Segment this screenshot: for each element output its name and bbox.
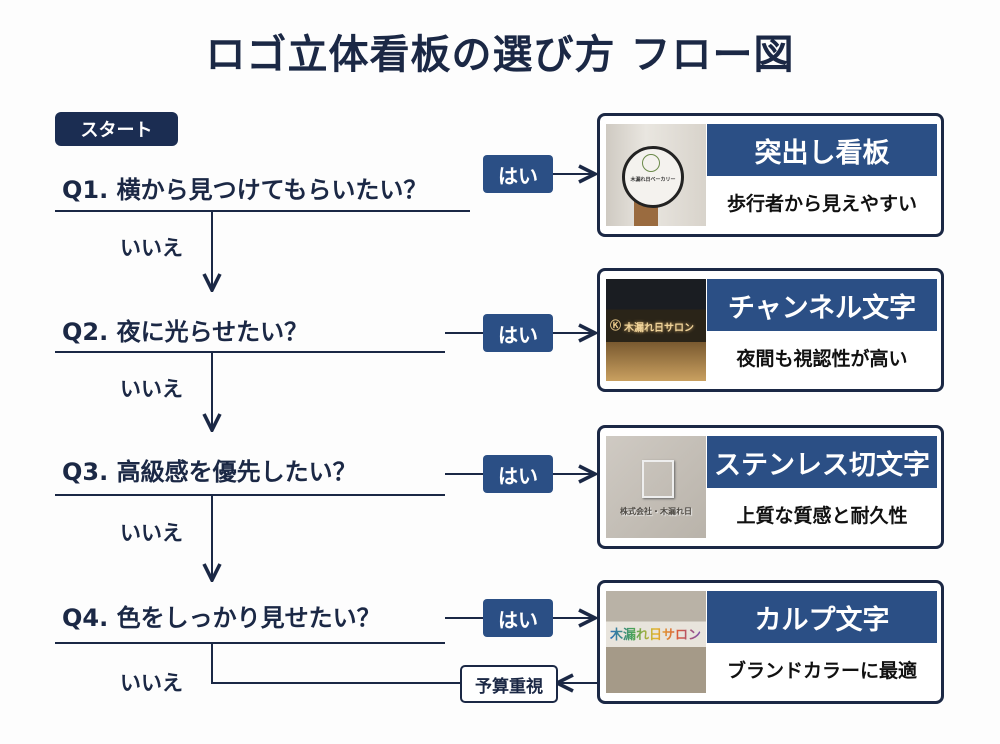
card-subtitle: ブランドカラーに最適 (726, 659, 917, 682)
channel-letters-photo: Ⓚ 木漏れ日サロン (606, 279, 706, 381)
page-title: ロゴ立体看板の選び方 フロー図 (205, 32, 795, 78)
card-title: チャンネル文字 (707, 279, 937, 331)
yes-badge-2: はい (483, 314, 553, 352)
yes-badge-4: はい (483, 599, 553, 637)
no-label-4: いいえ (120, 671, 183, 695)
yes-badge-1: はい (483, 155, 553, 193)
question-2: Q2. 夜に光らせたい？ (62, 318, 309, 346)
stainless-letters-text: 株式会社・木漏れ日 (620, 507, 692, 516)
card-subtitle: 上質な質感と耐久性 (736, 504, 908, 527)
question-2-underline (55, 351, 445, 353)
channel-letters-text: 木漏れ日サロン (624, 323, 694, 334)
question-3-underline (55, 494, 445, 496)
channel-letters-logo: Ⓚ (610, 319, 621, 332)
culp-letters-photo: 木漏れ日サロン (606, 591, 706, 693)
line-q4-no (211, 644, 460, 684)
card-title: カルプ文字 (707, 591, 937, 643)
card-subtitle: 歩行者から見えやすい (726, 192, 917, 215)
question-1: Q1. 横から見つけてもらいたい？ (62, 176, 428, 204)
yes-badge-3: はい (483, 455, 553, 493)
no-label-1: いいえ (120, 236, 183, 260)
budget-priority-box: 予算重視 (460, 665, 558, 703)
no-label-3: いいえ (120, 521, 183, 545)
no-label-2: いいえ (120, 377, 183, 401)
start-badge: スタート (55, 112, 178, 146)
card-title: 突出し看板 (707, 124, 937, 176)
culp-letters-text: 木漏れ日サロン (610, 624, 701, 643)
result-card-culp-letters: 木漏れ日サロン カルプ文字 ブランドカラーに最適 (597, 580, 944, 704)
result-card-projecting-sign: 木漏れ日ベーカリー 突出し看板 歩行者から見えやすい (597, 113, 944, 237)
question-3: Q3. 高級感を優先したい？ (62, 458, 357, 486)
result-card-stainless-letters: 株式会社・木漏れ日 ステンレス切文字 上質な質感と耐久性 (597, 425, 944, 549)
card-subtitle: 夜間も視認性が高い (736, 347, 908, 370)
projecting-sign-text: 木漏れ日ベーカリー (630, 177, 676, 183)
projecting-sign-photo: 木漏れ日ベーカリー (606, 124, 706, 226)
result-card-channel-letters: Ⓚ 木漏れ日サロン チャンネル文字 夜間も視認性が高い (597, 268, 944, 392)
stainless-letters-photo: 株式会社・木漏れ日 (606, 436, 706, 538)
question-4: Q4. 色をしっかり見せたい？ (62, 604, 381, 632)
question-1-underline (55, 210, 470, 212)
question-4-underline (55, 642, 445, 644)
card-title: ステンレス切文字 (707, 436, 937, 488)
